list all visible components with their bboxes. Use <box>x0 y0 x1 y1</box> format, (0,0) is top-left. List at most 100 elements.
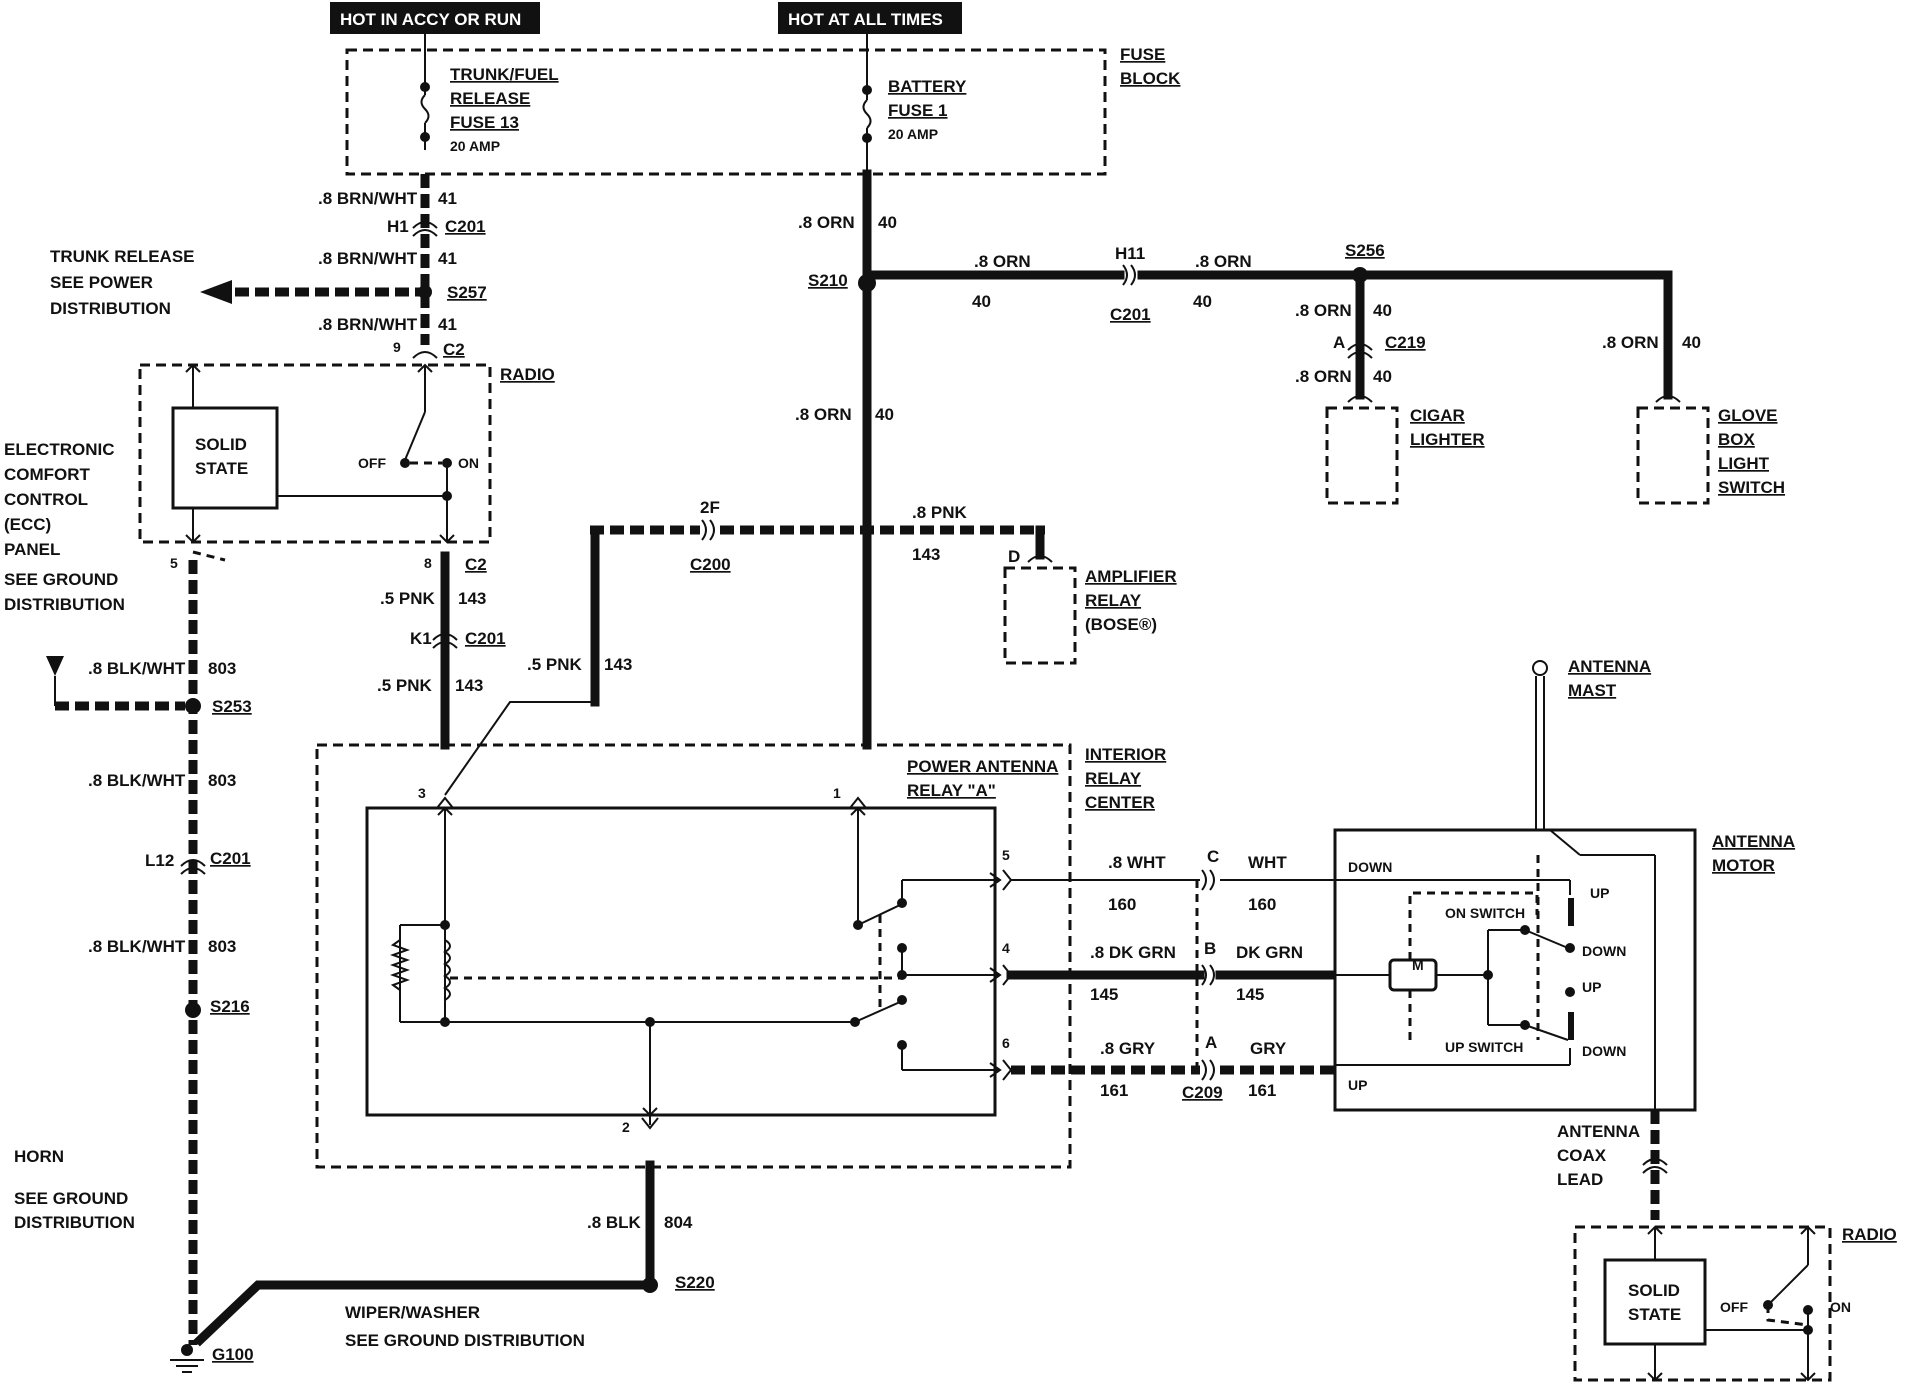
glove-line2: BOX <box>1718 430 1756 449</box>
radio-bottom-off: OFF <box>1720 1299 1748 1315</box>
w803-3-gauge: .8 BLK/WHT <box>88 937 186 956</box>
c219-label: C219 <box>1385 333 1426 352</box>
on-switch-label: ON SWITCH <box>1445 905 1525 921</box>
power-antenna-relay-box <box>365 806 997 1117</box>
amplifier-connector <box>1027 555 1053 563</box>
wiper-2: SEE GROUND DISTRIBUTION <box>345 1331 585 1350</box>
w40-1-gauge: .8 ORN <box>798 213 855 232</box>
c201-h11-label: C201 <box>1110 305 1151 324</box>
gry-a-pin: A <box>1205 1033 1217 1052</box>
radio-top-solid-1: SOLID <box>195 435 247 454</box>
radio-top-internal-wiring <box>185 363 455 544</box>
w41-3-circuit: 41 <box>438 315 457 334</box>
relay-internal-wiring <box>390 796 1013 1130</box>
horn-ground-2: DISTRIBUTION <box>14 1213 135 1232</box>
relay-a-line2: RELAY "A" <box>907 781 996 800</box>
w40-7-gauge: .8 ORN <box>1602 333 1659 352</box>
w143-3-circuit: 143 <box>604 655 632 674</box>
radio-top-off: OFF <box>358 455 386 471</box>
s216-splice <box>185 1002 201 1018</box>
header-accy-text: HOT IN ACCY OR RUN <box>340 10 521 29</box>
antenna-motor-internal <box>1335 829 1656 1110</box>
trunk-release-1: TRUNK RELEASE <box>50 247 195 266</box>
cigar-connector <box>1347 395 1373 403</box>
amplifier-pin: D <box>1008 547 1020 566</box>
w143-3-gauge: .5 PNK <box>527 655 583 674</box>
c201-k1-pin: K1 <box>410 629 432 648</box>
w41-1-gauge: .8 BRN/WHT <box>318 189 418 208</box>
c201-h1-label: C201 <box>445 217 486 236</box>
ecc-ground-1: SEE GROUND <box>4 570 118 589</box>
w41-2-circuit: 41 <box>438 249 457 268</box>
c201-l12-connector <box>180 859 206 875</box>
motor-symbol: M <box>1412 957 1424 973</box>
w803-2-circuit: 803 <box>208 771 236 790</box>
w41-1-circuit: 41 <box>438 189 457 208</box>
c2-9-label: C2 <box>443 340 465 359</box>
w803-1-circuit: 803 <box>208 659 236 678</box>
ecc-line3: CONTROL <box>4 490 88 509</box>
w40-4-circuit: 40 <box>1193 292 1212 311</box>
w40-7-circuit: 40 <box>1682 333 1701 352</box>
header-always-text: HOT AT ALL TIMES <box>788 10 943 29</box>
switch-up-2: UP <box>1582 979 1601 995</box>
fuse-block-title-1: FUSE <box>1120 45 1165 64</box>
fuse-block-box <box>345 48 1107 176</box>
c2-9-pin: 9 <box>393 339 401 355</box>
radio-bottom-box <box>1573 1225 1832 1382</box>
wht-right-circuit: 160 <box>1248 895 1276 914</box>
fuse13-line3: FUSE 13 <box>450 113 519 132</box>
gry-right-label: GRY <box>1250 1039 1287 1058</box>
glove-line1: GLOVE <box>1718 406 1778 425</box>
antenna-harness <box>1006 869 1340 1081</box>
motor-down-label: DOWN <box>1348 859 1392 875</box>
relay-pin-5: 5 <box>1002 847 1010 863</box>
c219-connector <box>1347 343 1373 359</box>
radio-bottom-on: ON <box>1830 1299 1851 1315</box>
w40-1-circuit: 40 <box>878 213 897 232</box>
switch-down-2: DOWN <box>1582 1043 1626 1059</box>
wht-right-label: WHT <box>1248 853 1287 872</box>
relay-pin-1: 1 <box>833 785 841 801</box>
w40-6-gauge: .8 ORN <box>1295 367 1352 386</box>
radio-top-solid-state <box>171 406 279 510</box>
ecc-dash-link <box>192 550 226 562</box>
w41-3-gauge: .8 BRN/WHT <box>318 315 418 334</box>
c201-l12-pin: L12 <box>145 851 174 870</box>
gry-gauge: .8 GRY <box>1100 1039 1156 1058</box>
wiper-1: WIPER/WASHER <box>345 1303 480 1322</box>
coax-line2: COAX <box>1557 1146 1607 1165</box>
wht-c-pin: C <box>1207 847 1219 866</box>
c201-h1-pin: H1 <box>387 217 409 236</box>
w40-5-gauge: .8 ORN <box>1295 301 1352 320</box>
s253-label: S253 <box>212 697 252 716</box>
radio-bottom-solid-2: STATE <box>1628 1305 1681 1324</box>
ecc-line1: ELECTRONIC <box>4 440 115 459</box>
relay-center-line1: INTERIOR <box>1085 745 1166 764</box>
horn-label: HORN <box>14 1147 64 1166</box>
w803-2-gauge: .8 BLK/WHT <box>88 771 186 790</box>
relay-a-line1: POWER ANTENNA <box>907 757 1058 776</box>
header-accy: HOT IN ACCY OR RUN <box>330 2 540 34</box>
radio-top-title: RADIO <box>500 365 555 384</box>
c209-label: C209 <box>1182 1083 1223 1102</box>
wht-circuit: 160 <box>1108 895 1136 914</box>
relay-pin-2: 2 <box>622 1119 630 1135</box>
relay-center-line3: CENTER <box>1085 793 1155 812</box>
coax-connector <box>1642 1158 1668 1174</box>
ecc-ground-flag <box>46 656 185 711</box>
cigar-line2: LIGHTER <box>1410 430 1485 449</box>
fuse-1 <box>862 34 872 170</box>
relay-center-line2: RELAY <box>1085 769 1142 788</box>
w143-1-gauge: .5 PNK <box>380 589 436 608</box>
coax-line3: LEAD <box>1557 1170 1603 1189</box>
horn-ground-1: SEE GROUND <box>14 1189 128 1208</box>
cigar-line1: CIGAR <box>1410 406 1465 425</box>
glove-box-switch-box <box>1636 406 1710 505</box>
fuse1-line2: FUSE 1 <box>888 101 948 120</box>
trunk-release-arrow <box>200 280 232 304</box>
glove-connector <box>1655 395 1681 403</box>
w143-4-circuit: 143 <box>912 545 940 564</box>
amplifier-line3: (BOSE®) <box>1085 615 1157 634</box>
